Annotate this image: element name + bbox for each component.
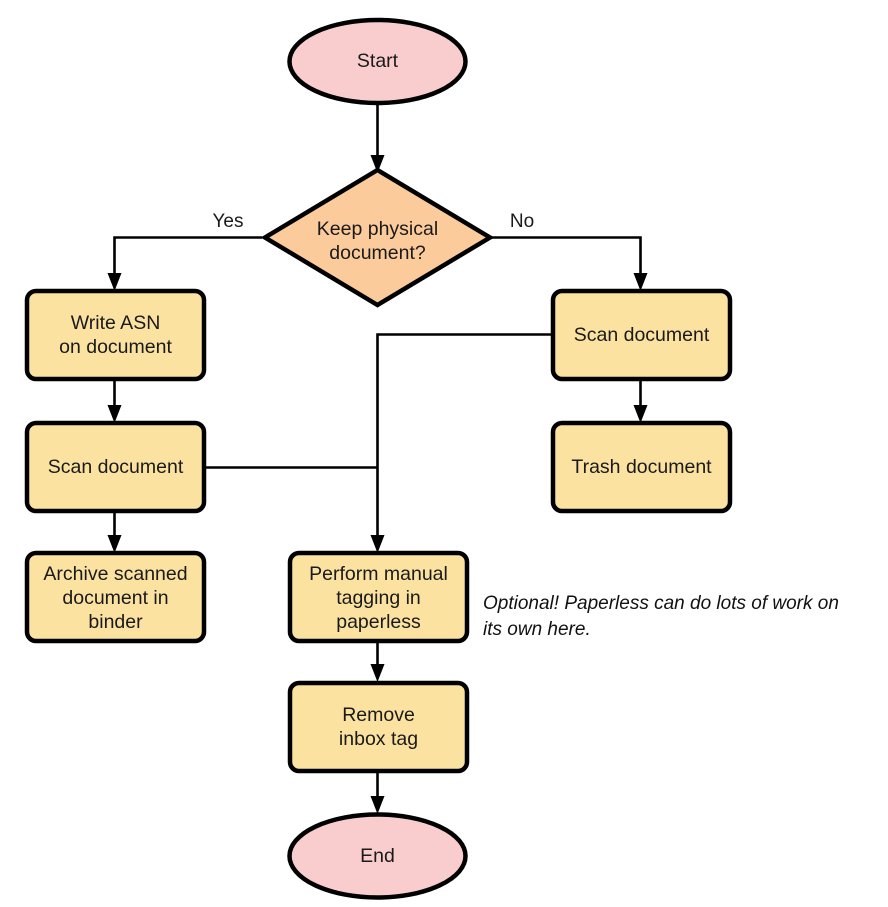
tagging-label-line2: tagging in — [336, 587, 421, 609]
decision-label-line1: Keep physical — [317, 218, 438, 240]
edge-label-yes: Yes — [213, 211, 244, 232]
decision-diamond[interactable] — [260, 167, 495, 308]
node-write-asn[interactable]: Write ASN on document — [24, 288, 207, 382]
connector-scanright-to-tagging — [370, 333, 551, 553]
archive-label-line2: document in — [62, 587, 168, 609]
write-asn-box[interactable] — [24, 288, 207, 382]
remove-inbox-label-line1: Remove — [342, 704, 415, 726]
archive-label-line3: binder — [88, 611, 143, 633]
start-ellipse[interactable] — [287, 17, 468, 106]
trash-document-label: Trash document — [571, 456, 712, 478]
write-asn-label-line1: Write ASN — [71, 312, 161, 334]
connector-scanleft-to-archive — [107, 511, 122, 553]
remove-inbox-label-line2: inbox tag — [339, 728, 418, 750]
annotation-optional-note: Optional! Paperless can do lots of work … — [483, 593, 839, 640]
node-remove-inbox-tag[interactable]: Remove inbox tag — [287, 680, 470, 774]
node-perform-manual-tagging[interactable]: Perform manual tagging in paperless — [287, 550, 470, 644]
end-ellipse[interactable] — [287, 812, 468, 900]
node-end[interactable]: End — [287, 812, 468, 900]
connector-writeasn-to-scanleft — [107, 379, 122, 423]
scan-document-right-label: Scan document — [574, 324, 710, 346]
remove-inbox-tag-box[interactable] — [287, 680, 470, 774]
node-scan-document-left[interactable]: Scan document — [24, 420, 207, 514]
node-trash-document[interactable]: Trash document — [550, 420, 733, 514]
tagging-box[interactable] — [287, 550, 470, 644]
trash-document-box[interactable] — [550, 420, 733, 514]
end-label: End — [360, 845, 395, 867]
archive-box[interactable] — [24, 550, 207, 644]
connector-removeinbox-to-end — [370, 771, 385, 814]
start-label: Start — [357, 50, 399, 72]
node-scan-document-right[interactable]: Scan document — [550, 288, 733, 382]
connector-tagging-to-removeinbox — [370, 641, 385, 682]
write-asn-label-line2: on document — [59, 336, 172, 358]
optional-note-line1: Optional! Paperless can do lots of work … — [483, 593, 839, 614]
tagging-label-line3: paperless — [336, 611, 421, 633]
edge-label-no: No — [510, 211, 534, 232]
node-decision-keep-physical-document[interactable]: Keep physical document? — [260, 167, 495, 308]
node-start[interactable]: Start — [287, 17, 468, 106]
connector-decision-yes — [107, 236, 262, 291]
connector-start-to-decision — [370, 103, 385, 173]
archive-label-line1: Archive scanned — [43, 563, 187, 585]
connector-decision-no — [492, 236, 648, 291]
connector-scanright-to-trash — [633, 379, 648, 423]
node-archive-scanned-document[interactable]: Archive scanned document in binder — [24, 550, 207, 644]
optional-note-line2: its own here. — [483, 619, 591, 640]
tagging-label-line1: Perform manual — [309, 563, 448, 585]
decision-label-line2: document? — [329, 242, 426, 264]
scan-document-left-box[interactable] — [24, 420, 207, 514]
scan-document-right-box[interactable] — [550, 288, 733, 382]
scan-document-left-label: Scan document — [48, 456, 184, 478]
